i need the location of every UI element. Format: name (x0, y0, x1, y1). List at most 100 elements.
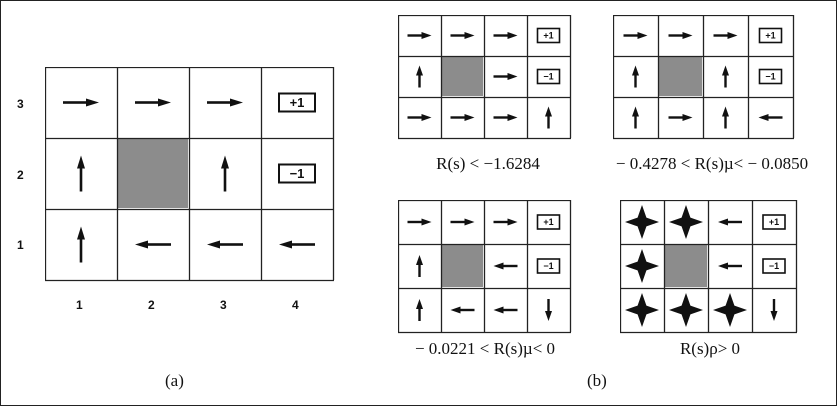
cell-r1-c2 (450, 218, 475, 226)
svg-text:+1: +1 (543, 31, 553, 41)
up-arrow-icon (632, 65, 639, 88)
policy-grid-bottom-left: +1 −1 (398, 200, 572, 334)
cell-r2-c4: −1 (536, 258, 561, 274)
cell-r2-c4: −1 (536, 68, 561, 85)
cell-r2-c3 (493, 73, 518, 80)
cell-r1-c2 (135, 98, 171, 107)
right-arrow-icon (407, 218, 432, 226)
right-arrow-icon (713, 32, 738, 39)
policy-grid-bottom-right: +1 −1 (620, 200, 798, 334)
right-arrow-icon (63, 98, 99, 107)
cell-r1-c4: +1 (536, 214, 561, 230)
cell-r3-c1 (625, 293, 659, 327)
policy-grid-top-right: +1 −1 (613, 15, 795, 140)
caption-top-left: R(s) < −1.6284 (436, 154, 540, 173)
right-arrow-icon (493, 73, 518, 80)
cell-r1-c1 (623, 32, 648, 39)
right-arrow-icon (135, 98, 171, 107)
cell-r3-c2 (669, 293, 703, 327)
up-arrow-icon (221, 155, 229, 192)
left-arrow-icon (718, 262, 742, 270)
cell-r2-c1 (625, 249, 659, 283)
cell-r3-c4 (758, 114, 783, 121)
cell-r3-c3 (722, 106, 729, 129)
four-way-star-icon (625, 249, 659, 283)
cell-r1-c3 (713, 32, 738, 39)
right-arrow-icon (450, 218, 475, 226)
cell-r1-c1 (63, 98, 99, 107)
cell-r2-c4: −1 (278, 163, 316, 184)
svg-text:+1: +1 (769, 217, 779, 227)
policy-grid-top-left: +1 −1 (398, 15, 572, 140)
right-arrow-icon (493, 114, 518, 121)
caption-bottom-right: R(s)ρ> 0 (679, 339, 741, 358)
cell-r2-c2 (665, 245, 707, 287)
cell-r2-c3 (722, 65, 729, 88)
left-arrow-icon (450, 306, 475, 314)
plus-one-terminal: +1 (758, 27, 783, 44)
up-arrow-icon (77, 226, 85, 263)
cell-r2-c1 (77, 155, 85, 192)
cell-r3-c1 (416, 299, 423, 321)
plus-one-terminal: +1 (536, 27, 561, 44)
minus-one-terminal: −1 (536, 68, 561, 85)
down-arrow-icon (770, 299, 778, 321)
cell-r1-c3 (493, 218, 518, 226)
cell-r3-c4 (545, 299, 552, 321)
cell-r3-c1 (632, 106, 639, 129)
right-arrow-icon (493, 218, 518, 226)
down-arrow-icon (545, 299, 552, 321)
caption-bottom-left: − 0.0221 < R(s)µ< 0 (414, 339, 556, 358)
minus-one-terminal: −1 (758, 68, 783, 85)
cell-r3-c3 (713, 293, 747, 327)
up-arrow-icon (77, 155, 85, 192)
up-arrow-icon (722, 65, 729, 88)
grid-lines (620, 200, 798, 334)
up-arrow-icon (632, 106, 639, 129)
col-label-1: 1 (76, 298, 83, 312)
row-label-2: 2 (17, 168, 24, 182)
right-arrow-icon (668, 114, 693, 121)
right-arrow-icon (450, 114, 475, 121)
cell-r2-c3 (718, 262, 742, 270)
svg-text:−1: −1 (290, 166, 305, 181)
left-arrow-icon (493, 306, 518, 314)
up-arrow-icon (545, 106, 552, 129)
cell-r3-c1 (77, 226, 85, 263)
up-arrow-icon (416, 65, 423, 88)
cell-r2-c2 (659, 57, 702, 96)
up-arrow-icon (416, 255, 423, 277)
left-arrow-icon (135, 240, 171, 249)
svg-text:−1: −1 (543, 261, 553, 271)
cell-r2-c4: −1 (758, 68, 783, 85)
right-arrow-icon (450, 32, 475, 39)
svg-text:−1: −1 (543, 72, 553, 82)
four-way-star-icon (713, 293, 747, 327)
cell-r2-c1 (416, 255, 423, 277)
cell-r1-c3 (718, 218, 742, 226)
right-arrow-icon (407, 32, 432, 39)
minus-one-terminal: −1 (536, 258, 561, 274)
cell-r1-c1 (407, 218, 432, 226)
panel-label-b: (b) (587, 371, 607, 390)
cell-r2-c1 (632, 65, 639, 88)
grid-lines (45, 67, 335, 282)
cell-r1-c3 (493, 32, 518, 39)
svg-text:−1: −1 (765, 72, 775, 82)
cell-r3-c3 (493, 306, 518, 314)
grid-lines (613, 15, 795, 140)
left-arrow-icon (207, 240, 243, 249)
cell-r3-c2 (450, 114, 475, 121)
cell-r2-c2 (442, 245, 483, 287)
right-arrow-icon (493, 32, 518, 39)
svg-text:−1: −1 (769, 261, 779, 271)
cell-r1-c3 (207, 98, 243, 107)
cell-r1-c2 (450, 32, 475, 39)
col-label-4: 4 (292, 298, 299, 312)
right-arrow-icon (668, 32, 693, 39)
four-way-star-icon (625, 293, 659, 327)
left-arrow-icon (718, 218, 742, 226)
cell-r2-c2 (442, 57, 483, 96)
cell-r2-c3 (493, 262, 518, 270)
right-arrow-icon (207, 98, 243, 107)
